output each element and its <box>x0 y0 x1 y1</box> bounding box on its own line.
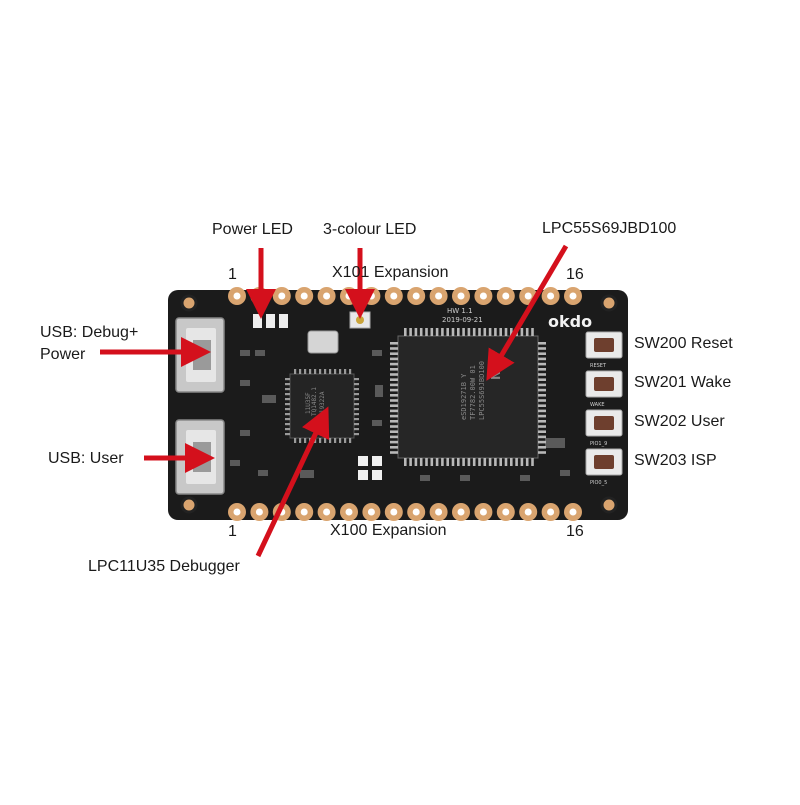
usb-debug-label-line2: Power <box>40 346 86 363</box>
power-led-component <box>253 314 288 328</box>
button-silkscreen-label: PIO0_5 <box>590 480 607 486</box>
header-pad <box>384 287 403 305</box>
debug-chip-marking-1: 11U35F <box>305 392 312 414</box>
header-pad <box>317 287 336 305</box>
header-pad <box>564 287 582 305</box>
sw200-label: SW200 Reset <box>634 335 733 352</box>
x101-expansion-label: X101 Expansion <box>332 264 449 281</box>
header-pad <box>228 503 246 521</box>
header-pad <box>452 287 470 305</box>
header-pad <box>474 503 493 521</box>
usb-user-label: USB: User <box>48 450 124 467</box>
main-mcu-label: LPC55S69JBD100 <box>542 220 677 237</box>
header-pad <box>429 287 448 305</box>
three-colour-led-label: 3-colour LED <box>323 221 417 238</box>
hw-date: 2019-09-21 <box>442 316 483 324</box>
main-chip-marking-3: eSD19271B Y <box>460 373 468 420</box>
header-pad <box>295 287 314 305</box>
sw203-label: SW203 ISP <box>634 452 717 469</box>
header-pad <box>496 287 515 305</box>
header-pad <box>496 503 515 521</box>
mounting-hole <box>180 294 198 312</box>
main-chip-marking-1: LPC55S69JBD100 <box>478 361 486 420</box>
header-pad <box>272 287 291 305</box>
arrow-main-mcu <box>486 244 569 381</box>
sw202-label: SW202 User <box>634 413 725 430</box>
arrow-debugger <box>255 406 330 558</box>
debug-chip-marking-2: TQ1482.1 <box>311 387 318 416</box>
button-silkscreen-label: WAKE <box>590 402 605 408</box>
main-chip-marking-2: TF7782.00W 01 <box>469 365 477 420</box>
header-pad <box>295 503 314 521</box>
debugger-label: LPC11U35 Debugger <box>88 558 240 575</box>
header-pad <box>384 503 403 521</box>
pin-top-right-label: 16 <box>566 266 584 283</box>
header-pad <box>317 503 336 521</box>
callout-arrows <box>100 244 569 558</box>
mounting-hole <box>600 496 618 514</box>
button-silkscreen-label: PIO1_9 <box>590 441 607 447</box>
mounting-hole <box>180 496 198 514</box>
mounting-hole <box>600 294 618 312</box>
header-pad <box>541 503 560 521</box>
header-pad <box>340 503 358 521</box>
sw201-label: SW201 Wake <box>634 374 732 391</box>
header-pad <box>564 503 582 521</box>
usb-debug-connector <box>175 317 225 393</box>
header-pad <box>429 503 448 521</box>
button-silkscreen-label: RESET <box>590 363 607 369</box>
brand-logo: okdo <box>548 312 592 331</box>
smd-components <box>230 350 570 481</box>
header-pad <box>452 503 470 521</box>
push-button: WAKE <box>585 370 623 408</box>
pin-top-left-label: 1 <box>228 266 237 283</box>
power-led-label: Power LED <box>212 221 293 238</box>
header-pad <box>474 287 493 305</box>
hw-version: HW 1.1 <box>447 307 473 315</box>
x100-header-pads <box>228 503 582 521</box>
crystal <box>307 330 339 354</box>
push-button: RESET <box>585 331 623 369</box>
push-button: PIO1_9 <box>585 409 623 447</box>
debug-chip-marking-3: 2SD19322A <box>319 391 326 424</box>
header-pad <box>362 287 381 305</box>
main-mcu-chip <box>390 328 546 466</box>
x100-expansion-label: X100 Expansion <box>330 522 447 539</box>
push-button: PIO0_5 <box>585 448 623 486</box>
header-pad <box>519 503 538 521</box>
header-pad <box>228 287 246 305</box>
pin-bottom-left-label: 1 <box>228 523 237 540</box>
header-pad <box>250 503 269 521</box>
header-pad <box>362 503 381 521</box>
usb-debug-label-line1: USB: Debug+ <box>40 324 139 341</box>
pin-bottom-right-label: 16 <box>566 523 584 540</box>
header-pad <box>407 503 426 521</box>
test-pads <box>358 456 382 480</box>
header-pad <box>407 287 426 305</box>
header-pad <box>340 287 358 305</box>
header-pad <box>541 287 560 305</box>
